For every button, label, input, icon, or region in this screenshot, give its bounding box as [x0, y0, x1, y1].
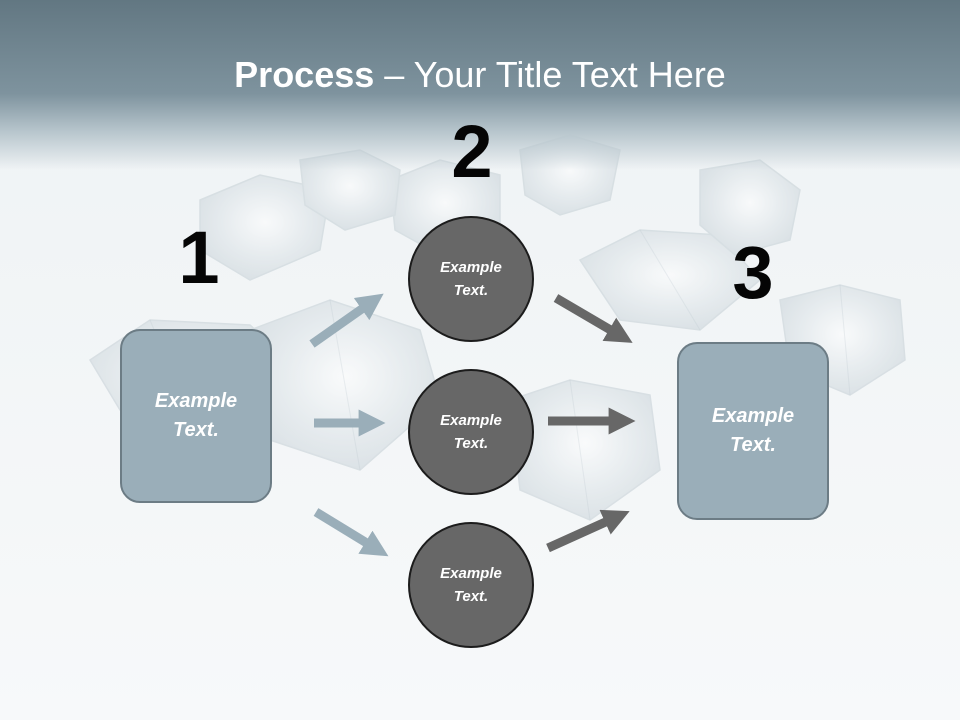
arrow-2a-to-3	[553, 294, 633, 343]
step-number-1: 1	[178, 216, 220, 299]
step-1-box: Example Text.	[120, 329, 272, 503]
step-1-text: Example Text.	[154, 390, 238, 441]
step-2-circle-middle: Example Text.	[408, 369, 534, 495]
step-2-text-top: Example Text.	[440, 259, 502, 299]
step-2-circle-bottom: Example Text.	[408, 522, 534, 648]
step-3-box: Example Text.	[677, 342, 829, 520]
arrow-2c-to-3	[546, 509, 630, 553]
title-band	[0, 0, 960, 170]
step-number-3: 3	[732, 231, 774, 314]
slide-title-rest: – Your Title Text Here	[374, 54, 726, 95]
step-2-text-bottom: Example Text.	[440, 565, 502, 605]
slide-title: Process – Your Title Text Here	[0, 52, 960, 98]
step-number-2: 2	[451, 110, 493, 193]
step-3-text: Example Text.	[711, 405, 795, 456]
slide-title-bold: Process	[234, 54, 375, 95]
step-2-circle-top: Example Text.	[408, 216, 534, 342]
step-2-text-middle: Example Text.	[440, 412, 502, 452]
arrow-1-to-2a	[309, 293, 384, 348]
arrow-1-to-2c	[313, 508, 389, 557]
